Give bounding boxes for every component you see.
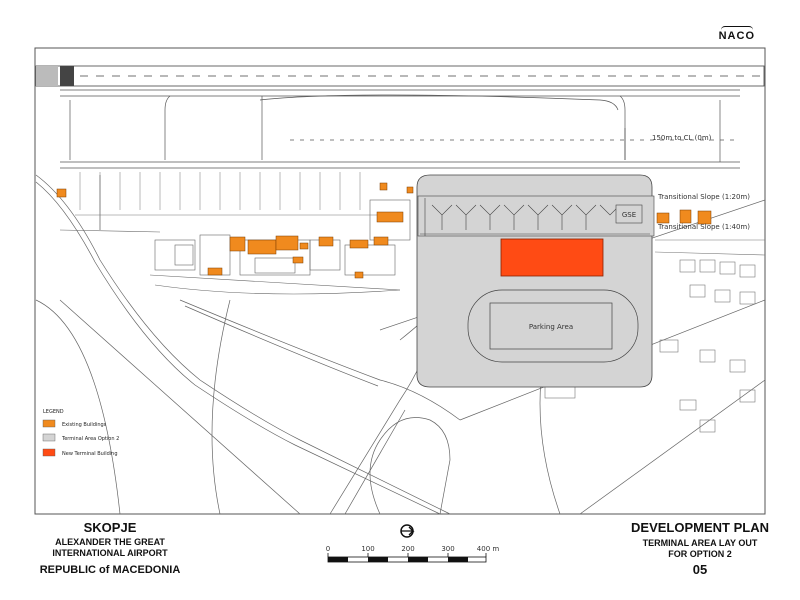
north-arrow-icon (400, 524, 415, 538)
legend-swatch-terminal-area (42, 433, 56, 442)
gse-label: GSE (622, 211, 636, 219)
naco-logo: NACO (718, 26, 755, 42)
scale-label-100: 100 (361, 545, 374, 553)
parking-loop (467, 289, 639, 363)
sheet-number: 05 (692, 562, 708, 577)
plan-subtitle-1: TERMINAL AREA LAY OUT (642, 538, 758, 548)
runway (35, 65, 765, 87)
scale-label-300: 300 (441, 545, 454, 553)
legend: LEGEND Existing Buildings Terminal Area … (42, 409, 119, 457)
transitional-slope-label-2: Transitional Slope (1:40m) (657, 223, 750, 231)
parking-area-label: Parking Area (529, 323, 573, 331)
drawing-frame (34, 47, 766, 515)
scale-label-0: 0 (326, 545, 330, 553)
new-apron (417, 195, 655, 237)
scale-bar: 0 100 200 300 400 m (326, 545, 500, 563)
scale-label-200: 200 (401, 545, 414, 553)
legend-label-new-terminal: New Terminal Building (62, 451, 118, 457)
plan-subtitle-2: FOR OPTION 2 (668, 549, 732, 559)
east-structures (544, 239, 766, 433)
transitional-slope-label-1: Transitional Slope (1:20m) (657, 193, 750, 201)
distance-label: 150m to CL (0m) (652, 134, 712, 142)
existing-facilities (59, 199, 411, 295)
new-apron-stands (420, 198, 650, 236)
existing-buildings (56, 182, 712, 279)
new-terminal-building (500, 238, 604, 277)
gse-area (615, 204, 643, 224)
scale-label-400: 400 m (477, 545, 500, 553)
legend-label-existing: Existing Buildings (62, 422, 107, 428)
airport-name-line1: ALEXANDER THE GREAT (55, 537, 165, 547)
legend-title: LEGEND (43, 409, 64, 415)
country-title: REPUBLIC of MACEDONIA (39, 564, 181, 576)
legend-swatch-new-terminal (42, 448, 56, 457)
legend-swatch-existing (42, 419, 56, 428)
city-title: SKOPJE (83, 520, 137, 535)
airport-name-line2: INTERNATIONAL AIRPORT (52, 548, 168, 558)
plan-title: DEVELOPMENT PLAN (631, 520, 769, 535)
apron-stand-lines (75, 172, 400, 216)
legend-label-terminal-area: Terminal Area Option 2 (61, 436, 119, 442)
road-network (35, 174, 766, 515)
taxiway-network (60, 89, 740, 230)
